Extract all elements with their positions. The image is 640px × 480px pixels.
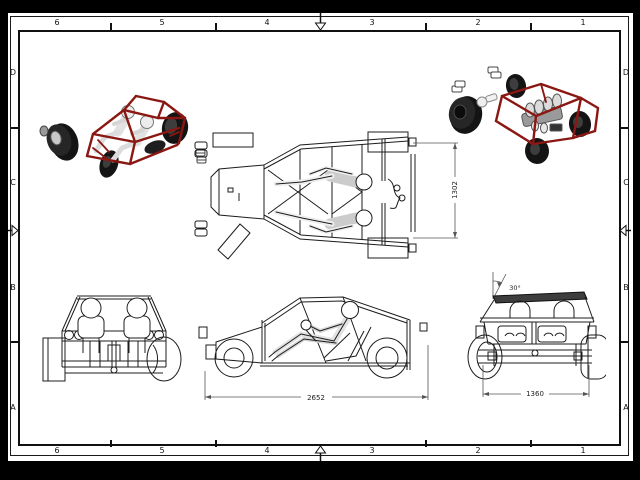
zone-letter-left: C xyxy=(10,178,16,187)
side-front-wheel xyxy=(214,338,254,378)
steering-part xyxy=(476,93,498,108)
zone-number-top: 6 xyxy=(54,18,60,27)
zone-letter-left: B xyxy=(10,283,16,292)
rear-view[interactable]: 30° xyxy=(458,266,606,402)
zone-tick xyxy=(425,23,427,30)
tube-frame xyxy=(85,94,187,166)
zone-number-top: 3 xyxy=(369,18,375,27)
side-rear-wheel xyxy=(366,337,408,379)
zone-tick xyxy=(530,440,532,447)
front-view-linework xyxy=(42,295,182,382)
zone-tick xyxy=(621,127,628,129)
zone-tick xyxy=(425,440,427,447)
hardware-nuts xyxy=(451,66,502,93)
wheel-icon xyxy=(448,74,592,164)
zone-tick xyxy=(110,440,112,447)
front-view[interactable] xyxy=(38,283,195,402)
zone-number-bottom: 1 xyxy=(580,446,586,455)
tube-frame xyxy=(494,82,600,146)
occupants-front xyxy=(77,297,151,353)
zone-number-top: 2 xyxy=(475,18,481,27)
centering-mark-bottom xyxy=(314,445,327,461)
dimension-2652: 2652 xyxy=(204,345,429,402)
driver-side xyxy=(268,301,359,362)
zone-number-bottom: 2 xyxy=(475,446,481,455)
sheet-inner-border xyxy=(18,30,621,446)
angle-dimension: 30° xyxy=(492,272,521,300)
zone-number-bottom: 5 xyxy=(159,446,165,455)
drawing-sheet[interactable]: 6 5 4 3 2 1 6 5 4 3 2 1 D C B A D C B A xyxy=(8,13,633,461)
rear-angle-dim-label: 30° xyxy=(509,284,521,292)
zone-letter-right: C xyxy=(623,178,629,187)
zone-number-bottom: 6 xyxy=(54,446,60,455)
top-view-linework xyxy=(194,131,417,260)
zone-number-top: 5 xyxy=(159,18,165,27)
zone-tick xyxy=(215,440,217,447)
centering-mark-top xyxy=(314,13,327,31)
side-view[interactable]: 2652 xyxy=(198,283,432,408)
rear-view-linework xyxy=(467,291,606,380)
wheel-icon xyxy=(39,112,189,178)
zone-number-bottom: 3 xyxy=(369,446,375,455)
steered-front-wheel xyxy=(217,223,251,260)
hardware-nuts xyxy=(194,141,208,237)
zone-letter-left: A xyxy=(10,403,16,412)
centering-mark-right xyxy=(619,224,631,237)
zone-tick xyxy=(11,127,18,129)
occupants-top xyxy=(273,165,373,235)
centering-mark-left xyxy=(8,224,19,237)
top-width-dim-label: 1302 xyxy=(451,181,459,199)
dimension-1302: 1302 xyxy=(413,142,461,239)
zone-letter-right: A xyxy=(623,403,629,412)
front-left-wheel xyxy=(42,337,66,382)
zone-tick xyxy=(530,23,532,30)
zone-letter-right: B xyxy=(623,283,629,292)
rear-right-wheel xyxy=(580,334,606,380)
top-view[interactable]: 1302 xyxy=(192,124,462,266)
zone-letter-right: D xyxy=(622,68,630,77)
iso-view-front-left[interactable] xyxy=(38,52,210,180)
sheet-outer-border xyxy=(10,16,629,456)
zone-number-bottom: 4 xyxy=(264,446,270,455)
zone-tick xyxy=(11,341,18,343)
dimension-1360: 1360 xyxy=(482,365,590,398)
iso-view-rear-right[interactable] xyxy=(438,58,622,178)
zone-number-top: 4 xyxy=(264,18,270,27)
front-right-wheel xyxy=(146,336,182,382)
zone-letter-left: D xyxy=(9,68,17,77)
rear-width-dim-label: 1360 xyxy=(526,390,544,398)
zone-tick xyxy=(215,23,217,30)
side-length-dim-label: 2652 xyxy=(307,394,325,402)
zone-tick xyxy=(110,23,112,30)
rear-left-wheel xyxy=(467,334,503,380)
zone-number-top: 1 xyxy=(580,18,586,27)
zone-tick xyxy=(621,341,628,343)
